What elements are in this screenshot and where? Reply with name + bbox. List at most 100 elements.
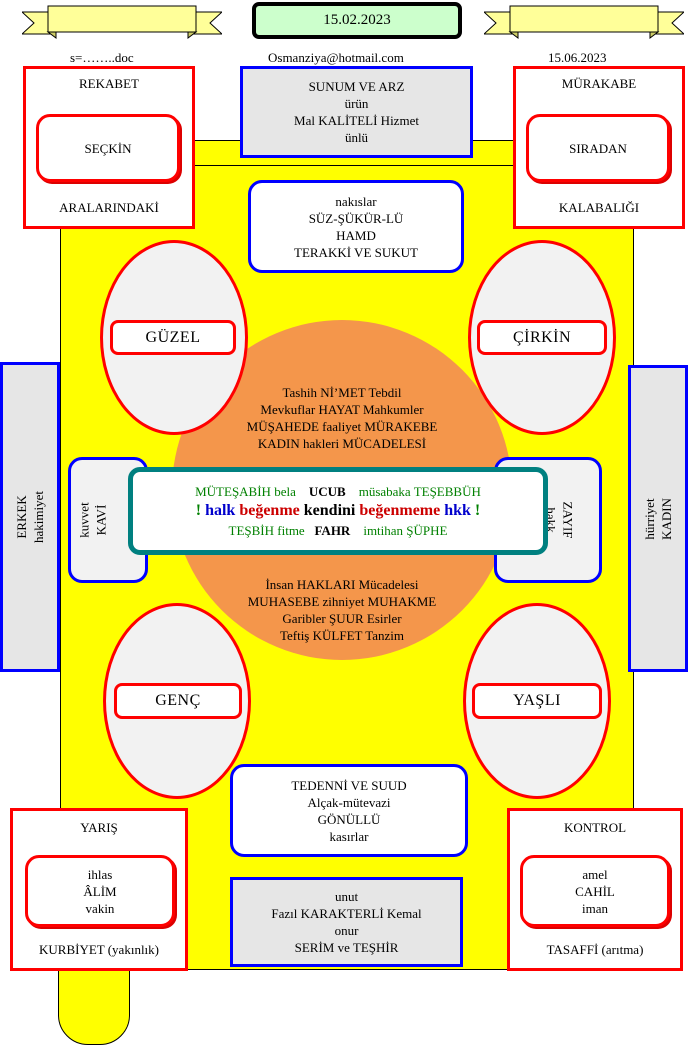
murakabe-footer: KALABALIĞI [558,200,640,215]
cahil-line-3: iman [582,900,608,916]
circle-top-line-4: KADIN hakleri MÜCADELESİ [257,435,427,451]
rekabet-footer: ARALARINDAKİ [59,200,159,215]
kavi-line-2: KAVİ [93,504,109,536]
genc-label: GENÇ [114,683,242,719]
email-text: Osmanziya@hotmail.com [268,50,404,65]
alim-line-1: ihlas [87,866,113,882]
guzel-label: GÜZEL [110,320,236,355]
cirkin-text: ÇİRKİN [512,328,572,346]
yaris-title: YARIŞ [80,820,118,835]
alim-line-3: vakin [85,900,115,916]
sunum-line-4: ünlü [344,130,369,145]
center-box: MÜTEŞABİH bela UCUB müsabaka TEŞEBBÜH ! … [128,467,548,555]
file-name: s=……..doc [70,50,134,65]
center-2-w1: halk [205,502,236,519]
kavi-text: kuvvet KAVİ [76,502,110,537]
yaris-box: YARIŞ ihlas ÂLİM vakin KURBİYET (yakınlı… [10,808,188,971]
murakabe-box: MÜRAKABE SIRADAN KALABALIĞI [513,66,685,229]
nakislar-line-1: nakıslar [335,193,377,209]
center-3c: imtihan ŞÜPHE [363,523,448,538]
circle-top-line-1: Tashih Nİ’MET Tebdil [282,384,402,400]
center-2-w5: hkk [444,502,471,519]
tedenni-line-2: Alçak-mütevazi [307,794,391,810]
unut-line-3: onur [334,923,359,938]
kadin-line-2: KADIN [658,497,674,540]
zayif-text: ZAYIF hakk [543,501,577,538]
circle-top-text: Tashih Nİ’MET Tebdil Mevkuflar HAYAT Mah… [192,380,492,455]
center-line-1: MÜTEŞABİH bela UCUB müsabaka TEŞEBBÜH [195,483,481,500]
center-2-w3: kendini [303,502,356,519]
unut-line-1: unut [334,889,359,904]
sunum-line-2: ürün [344,96,369,111]
circle-top-line-3: MÜŞAHEDE faaliyet MÜRAKEBE [246,418,438,434]
siradan-pill: SIRADAN [526,114,670,182]
center-2-w4: beğenmeme [359,502,441,519]
tedenni-line-4: kasırlar [329,828,369,844]
nakislar-line-2: SÜZ-ŞÜKÜR-LÜ [308,210,404,226]
tedenni-line-1: TEDENNİ VE SUUD [291,777,407,793]
center-2-ex2: ! [474,502,481,519]
center-line-3: TEŞBİH fitme FAHR imtihan ŞÜPHE [229,522,448,539]
center-1a: MÜTEŞABİH bela [195,484,296,499]
unut-box: unut Fazıl KARAKTERLİ Kemal onur SERİM v… [230,877,463,967]
guzel-text: GÜZEL [145,328,201,346]
seckin-pill: SEÇKİN [36,114,180,182]
date-right: 15.06.2023 [548,50,607,65]
left-banner [22,4,222,44]
nakislar-line-4: TERAKKİ VE SUKUT [294,244,418,260]
kadin-panel: hürriyet KADIN [628,365,688,672]
cahil-line-2: CAHİL [575,883,615,899]
date-main: 15.02.2023 [323,12,391,28]
center-1c: müsabaka TEŞEBBÜH [358,484,481,499]
tedenni-box: TEDENNİ VE SUUD Alçak-mütevazi GÖNÜLLÜ k… [230,764,468,857]
yasli-label: YAŞLI [472,683,602,719]
center-2-ex1: ! [195,502,202,519]
center-line-2: ! halk beğenme kendini beğenmeme hkk ! [196,500,481,522]
cahil-line-1: amel [582,866,608,882]
kontrol-box: KONTROL amel CAHİL iman TASAFFİ (arıtma) [507,808,683,971]
center-2-w2: beğenme [239,502,300,519]
kadin-text: hürriyet KADIN [641,498,675,540]
rekabet-box: REKABET SEÇKİN ARALARINDAKİ [23,66,195,229]
circle-top-line-2: Mevkuflar HAYAT Mahkumler [260,401,424,417]
genc-text: GENÇ [155,692,201,709]
right-banner [484,4,684,44]
zayif-line-1: ZAYIF [561,501,576,539]
erkek-line-2: hakimiyet [31,491,46,543]
circle-bottom-line-2: MUHASEBE zihniyet MUHAKME [247,593,437,609]
circle-bottom-line-1: İnsan HAKLARI Mücadelesi [265,576,419,592]
siradan-label: SIRADAN [569,140,627,156]
center-3a: TEŞBİH fitme [228,523,305,538]
unut-line-4: SERİM ve TEŞHİR [294,940,399,955]
date-box: 15.02.2023 [252,2,462,39]
erkek-text: ERKEK hakimiyet [13,491,47,543]
erkek-panel: ERKEK hakimiyet [0,362,60,672]
table-leg [58,960,130,1045]
rekabet-title: REKABET [79,76,139,91]
circle-bottom-line-4: Teftiş KÜLFET Tanzim [279,627,405,643]
sunum-box: SUNUM VE ARZ ürün Mal KALİTELİ Hizmet ün… [240,66,473,158]
nakislar-box: nakıslar SÜZ-ŞÜKÜR-LÜ HAMD TERAKKİ VE SU… [248,180,464,273]
sunum-line-3: Mal KALİTELİ Hizmet [294,113,419,128]
kadin-line-1: hürriyet [641,497,657,540]
alim-line-2: ÂLİM [83,883,117,899]
center-3b: FAHR [314,523,351,538]
center-1b: UCUB [308,484,346,499]
nakislar-line-3: HAMD [336,227,376,243]
alim-pill: ihlas ÂLİM vakin [25,855,175,927]
erkek-line-1: ERKEK [14,495,29,539]
tedenni-line-3: GÖNÜLLÜ [317,811,381,827]
sunum-line-1: SUNUM VE ARZ [308,79,405,94]
circle-bottom-text: İnsan HAKLARI Mücadelesi MUHASEBE zihniy… [192,572,492,647]
circle-bottom-line-3: Garibler ŞUUR Esirler [282,610,402,626]
seckin-label: SEÇKİN [84,140,132,156]
yaris-footer: KURBİYET (yakınlık) [39,942,159,957]
cahil-pill: amel CAHİL iman [520,855,670,927]
kontrol-title: KONTROL [563,820,627,835]
kontrol-footer: TASAFFİ (arıtma) [546,942,644,957]
murakabe-title: MÜRAKABE [561,76,637,91]
kavi-line-1: kuvvet [76,502,92,538]
cirkin-label: ÇİRKİN [477,320,607,355]
unut-line-2: Fazıl KARAKTERLİ Kemal [271,906,422,921]
yasli-text: YAŞLI [513,692,561,709]
